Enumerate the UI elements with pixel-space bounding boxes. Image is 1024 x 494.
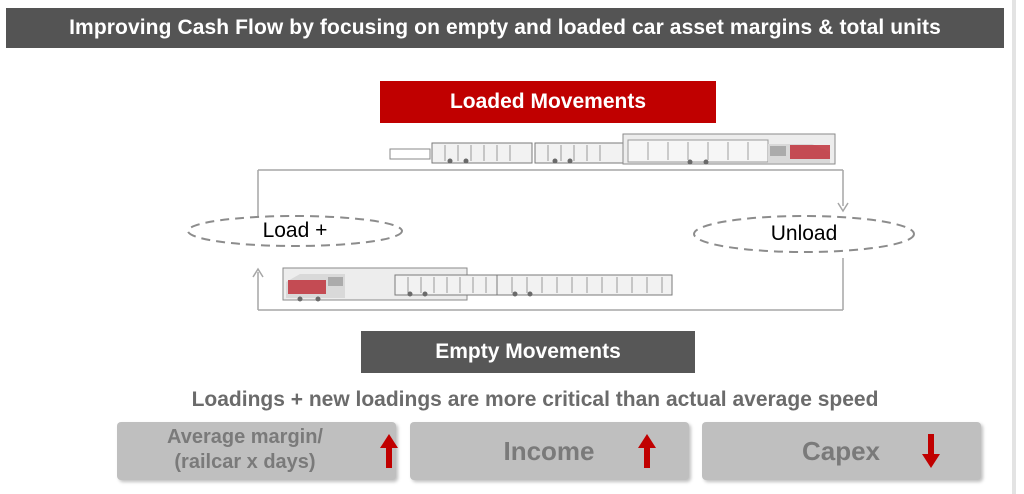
kpi-average-margin-label: Average margin/ (railcar x days) (117, 425, 373, 475)
loaded-train-image (389, 133, 836, 165)
empty-movements-label: Empty Movements (361, 331, 695, 373)
kpi-income: Income (410, 422, 689, 480)
kpi-capex-label: Capex (801, 435, 881, 466)
empty-train-image (282, 267, 673, 302)
loaded-movements-label: Loaded Movements (380, 81, 716, 123)
kpi-income-label: Income (503, 435, 595, 466)
arrow-up-icon (380, 434, 398, 468)
arrow-down-to-unload-icon (837, 202, 849, 213)
arrow-up-icon (638, 434, 656, 468)
right-edge-rule (1012, 0, 1016, 494)
kpi-capex: Capex (702, 422, 981, 480)
load-node-label: Load + (262, 219, 328, 242)
unload-node-ellipse (693, 215, 915, 253)
load-node-ellipse (187, 215, 403, 247)
key-insight-text: Loadings + new loadings are more critica… (191, 388, 879, 411)
cycle-connector-lines (257, 169, 844, 311)
kpi-average-margin-line2: (railcar x days) (174, 451, 316, 473)
kpi-average-margin: Average margin/ (railcar x days) (117, 422, 398, 480)
arrow-down-icon (922, 434, 940, 468)
unload-node-label: Unload (770, 222, 838, 245)
kpi-average-margin-line1: Average margin/ (167, 426, 323, 448)
arrow-up-from-load-icon (252, 267, 264, 278)
page-title: Improving Cash Flow by focusing on empty… (6, 8, 1004, 48)
